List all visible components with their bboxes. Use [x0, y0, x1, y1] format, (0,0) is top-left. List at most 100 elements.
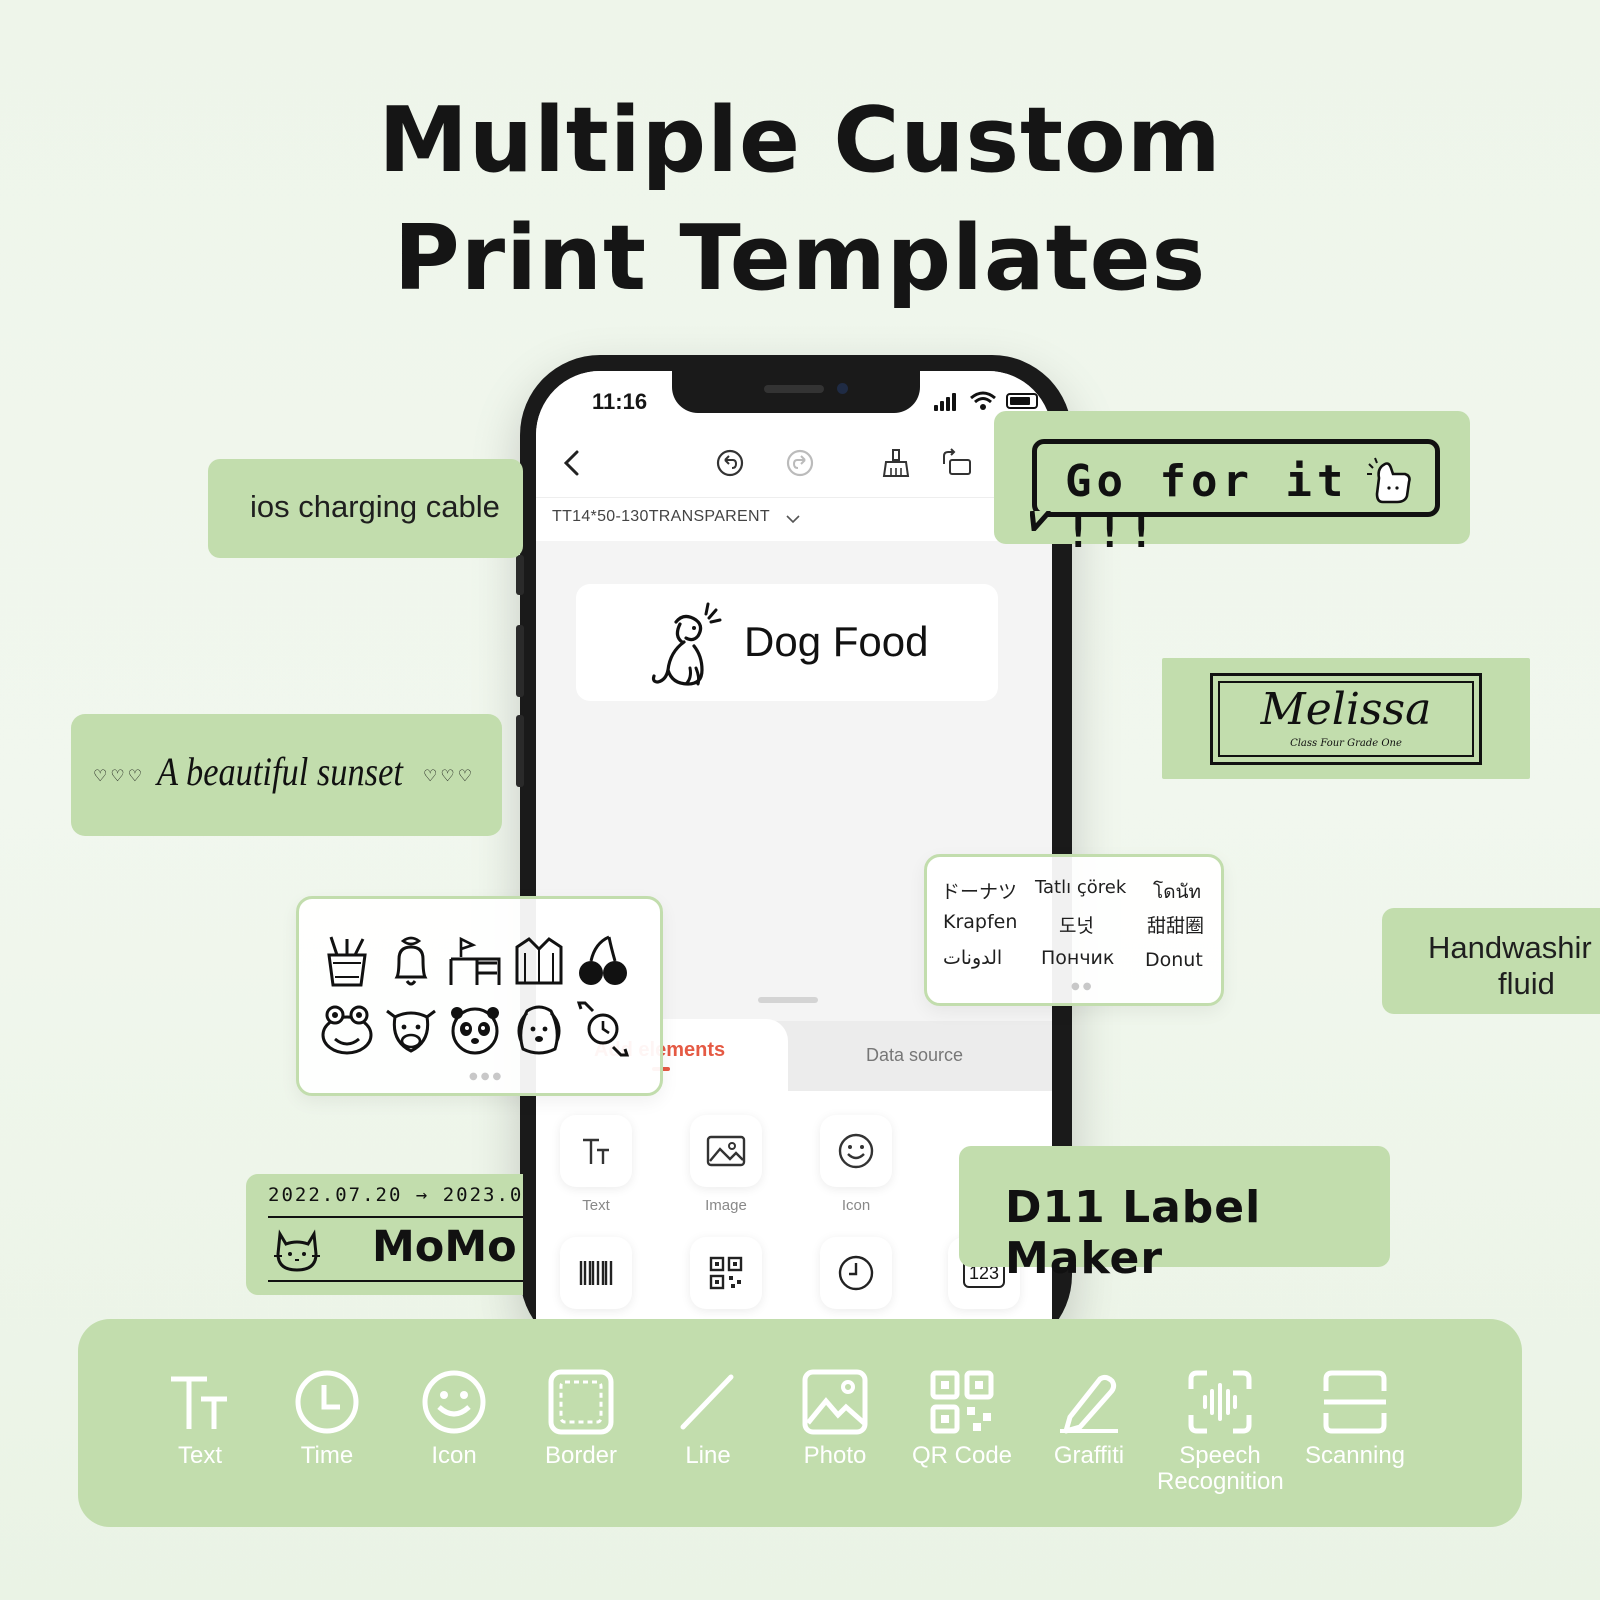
feature-qr-code: QR Code [903, 1369, 1021, 1469]
bell-icon [394, 936, 428, 986]
feature-label: Icon [431, 1442, 477, 1469]
phone-side-button [516, 715, 524, 787]
tab-data-source[interactable]: Data source [866, 1045, 964, 1065]
pen-icon [1060, 1374, 1118, 1434]
smiley-icon [422, 1370, 486, 1434]
clear-brush-icon[interactable] [878, 445, 914, 481]
headline-line-1: Multiple Custom [378, 88, 1222, 193]
redo-icon[interactable] [782, 445, 818, 481]
text-icon [171, 1376, 227, 1429]
template-momo-label: 2022.07.20 → 2023.0 MoMo [246, 1174, 523, 1295]
smiley-icon [838, 1133, 874, 1169]
element-label: Text [582, 1197, 610, 1214]
divider [268, 1216, 523, 1218]
shirt-icon [515, 937, 563, 985]
undo-icon[interactable] [712, 445, 748, 481]
feature-label: Photo [803, 1442, 867, 1469]
watch-icon [576, 1001, 630, 1057]
divider [268, 1280, 523, 1282]
feature-bar: Text Time Icon Border Line Photo QR Code… [78, 1319, 1522, 1527]
element-qr-code[interactable] [690, 1237, 762, 1309]
voice-icon [1188, 1370, 1252, 1434]
cow-icon [386, 1009, 436, 1053]
template-melissa-name: Melissa [1260, 684, 1432, 735]
feature-border: Border [522, 1369, 640, 1469]
feature-speech-recognition: Speech Recognition [1157, 1369, 1284, 1495]
page-headline: Multiple Custom Print Templates [0, 82, 1600, 318]
language-word: الدونات [943, 947, 1003, 969]
feature-scanning: Scanning [1290, 1369, 1420, 1469]
element-text[interactable]: Text [560, 1115, 632, 1214]
label-preview-text[interactable]: Dog Food [744, 618, 929, 665]
language-word: 甜甜圈 [1147, 915, 1205, 937]
feature-label: Scanning [1304, 1442, 1406, 1469]
feature-line: Line [649, 1369, 767, 1469]
language-word: Пончик [1041, 947, 1115, 969]
hearts-decoration: ♡♡♡ [93, 766, 146, 785]
template-handwashing-line-2: fluid [1498, 966, 1555, 1001]
headline-line-2: Print Templates [393, 206, 1207, 311]
element-label: Image [705, 1197, 747, 1214]
feature-graffiti: Graffiti [1030, 1369, 1148, 1469]
dog-icon [651, 602, 722, 686]
rotate-icon[interactable] [938, 445, 974, 481]
template-melissa-label: Melissa Class Four Grade One [1162, 658, 1530, 779]
battery-icon [1006, 393, 1038, 409]
element-time[interactable] [820, 1237, 892, 1309]
template-cable-label: ios charging cable [208, 459, 523, 558]
phone-side-button [516, 625, 524, 697]
image-icon [706, 1135, 746, 1167]
language-word: โดนัท [1153, 881, 1202, 903]
status-time: 11:16 [592, 389, 648, 414]
language-word: 도넛 [1059, 915, 1094, 937]
feature-label: Line [685, 1442, 731, 1469]
feature-time: Time [268, 1369, 386, 1469]
cat-icon [274, 1229, 320, 1272]
border-icon [548, 1369, 614, 1435]
speech-bubble: Go for it !!! [1032, 439, 1440, 558]
paper-selector[interactable]: TT14*50-130TRANSPARENT [536, 497, 1052, 541]
template-momo-dates: 2022.07.20 → 2023.0 [268, 1184, 523, 1206]
multi-language-card: ドーナツ Tatlı çörek โดนัท Krapfen 도넛 甜甜圈 ال… [924, 854, 1224, 1006]
element-icon[interactable]: Icon [820, 1115, 892, 1214]
element-image[interactable]: Image [690, 1115, 762, 1214]
wifi-icon [970, 391, 996, 410]
barcode-icon [579, 1261, 613, 1285]
label-preview[interactable]: Dog Food [576, 584, 998, 701]
clock-icon [838, 1255, 874, 1291]
panel-drag-handle[interactable] [758, 997, 818, 1003]
element-label: Icon [841, 1197, 871, 1214]
language-word: ドーナツ [941, 881, 1018, 903]
feature-photo: Photo [776, 1369, 894, 1469]
feature-label: Border [544, 1442, 618, 1469]
paper-selector-label: TT14*50-130TRANSPARENT [552, 508, 770, 525]
language-word: Tatlı çörek [1035, 877, 1127, 898]
template-momo-name: MoMo [372, 1222, 517, 1272]
template-cable-text: ios charging cable [250, 489, 500, 524]
template-sunset-label: ♡♡♡ A beautiful sunset ♡♡♡ [71, 714, 502, 836]
text-icon [583, 1138, 609, 1164]
template-go-for-it-text: Go for it !!! [1065, 456, 1349, 558]
feature-icon: Icon [395, 1369, 513, 1469]
icon-library-card: ●●● [296, 896, 663, 1096]
feature-label: Time [300, 1442, 354, 1469]
dog-face-icon [517, 1005, 561, 1055]
phone-notch [672, 371, 920, 413]
back-icon[interactable] [554, 445, 590, 481]
photo-icon [802, 1369, 868, 1435]
language-word: Donut [1145, 949, 1203, 971]
pencil-cup-icon [327, 936, 367, 987]
language-word: Krapfen [943, 911, 1018, 933]
thumbs-up-icon [1367, 457, 1411, 504]
feature-label: QR Code [911, 1442, 1013, 1469]
template-sunset-text: A beautiful sunset [157, 749, 403, 794]
more-dots-icon: ●●● [469, 1071, 505, 1082]
line-icon [680, 1374, 734, 1430]
bubble-tail [1030, 511, 1052, 531]
qr-code-icon [930, 1370, 994, 1434]
element-barcode[interactable] [560, 1237, 632, 1309]
desk-icon [449, 936, 501, 985]
feature-label: Graffiti [1053, 1442, 1125, 1469]
double-border-frame: Melissa Class Four Grade One [1210, 673, 1482, 765]
phone-side-button [516, 555, 524, 595]
